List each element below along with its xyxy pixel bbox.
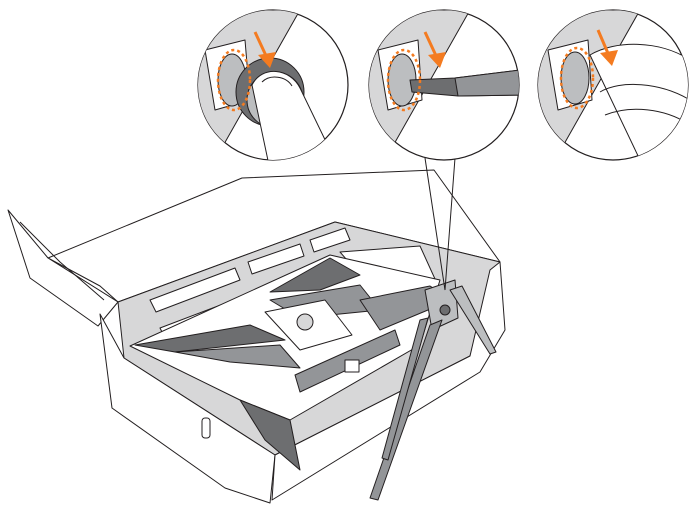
inset-screwdriver-turning-screw — [368, 9, 520, 161]
rotate-arrow-2 — [386, 31, 446, 112]
stand-column — [424, 279, 459, 331]
box-handle-slot — [201, 417, 211, 439]
box-lid-fold — [47, 257, 119, 303]
monitor-wing-top — [269, 257, 361, 293]
monitor-wing-left — [134, 324, 286, 353]
stand-leg-left — [381, 317, 429, 461]
box-left-flap-crease — [19, 221, 105, 301]
callout-pointer — [424, 157, 456, 291]
monitor-stand — [359, 279, 497, 501]
monitor-back — [129, 254, 441, 471]
stand-screw — [439, 304, 451, 316]
monitor-wing-left-low — [174, 344, 301, 369]
box-front-wall — [99, 313, 276, 504]
thumb-icon — [251, 70, 331, 160]
monitor-port — [344, 359, 360, 373]
stand-leg-right — [449, 285, 497, 355]
mount-hinge — [296, 313, 314, 331]
monitor-bottom-fin — [239, 399, 301, 471]
inset-fingers-turning-screw — [537, 9, 689, 161]
rotate-arrow-1 — [216, 31, 276, 112]
inset-thumb-turning-screw — [197, 9, 349, 161]
rotate-arrow-3 — [559, 29, 618, 110]
box-left-flap — [7, 209, 119, 327]
box-right-wall — [271, 261, 506, 501]
